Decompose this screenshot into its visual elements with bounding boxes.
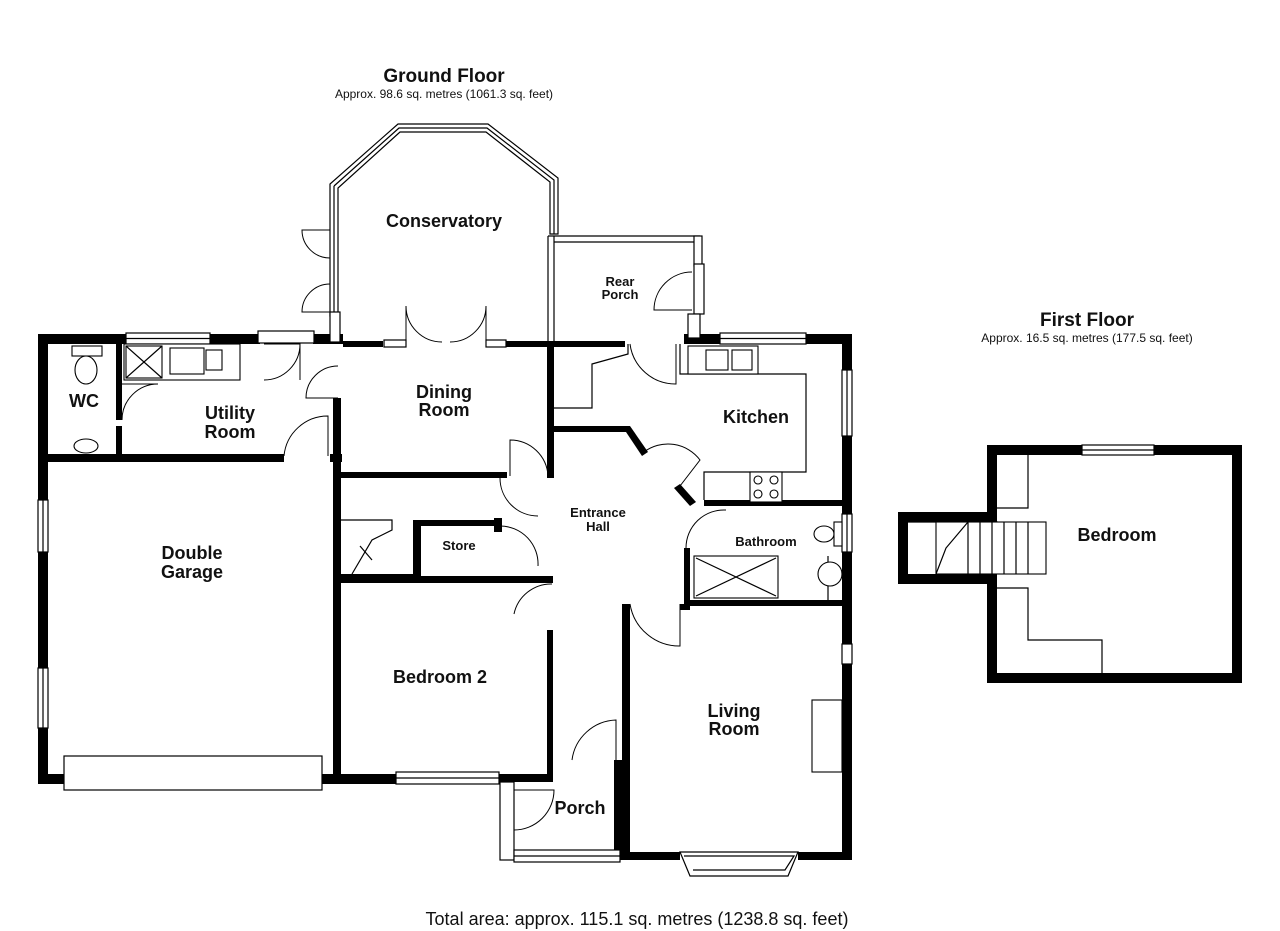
- room-label-utility-1: Utility: [205, 403, 255, 423]
- room-label-dining-2: Room: [419, 400, 470, 420]
- ground-floor-area: Approx. 98.6 sq. metres (1061.3 sq. feet…: [335, 87, 553, 101]
- ground-floor-header: Ground Floor Approx. 98.6 sq. metres (10…: [335, 66, 553, 101]
- room-label-hall-2: Hall: [586, 519, 610, 534]
- room-label-bathroom: Bathroom: [735, 534, 796, 549]
- room-label-hall-1: Entrance: [570, 505, 626, 520]
- fixtures: [71, 343, 843, 773]
- room-label-wc: WC: [69, 391, 99, 411]
- room-label-store: Store: [442, 538, 475, 553]
- room-label-bedroom-2: Bedroom 2: [393, 667, 487, 687]
- first-floor-title: First Floor: [1040, 310, 1135, 331]
- room-labels: Conservatory Rear Porch WC Utility Room …: [69, 211, 1157, 818]
- room-label-living-1: Living: [708, 701, 761, 721]
- room-label-bedroom: Bedroom: [1077, 525, 1156, 545]
- room-label-rear-porch-2: Porch: [602, 287, 639, 302]
- room-label-kitchen: Kitchen: [723, 407, 789, 427]
- room-label-garage-1: Double: [162, 543, 223, 563]
- windows: [37, 332, 853, 877]
- first-floor-walls: [898, 444, 1242, 683]
- room-label-dining-1: Dining: [416, 382, 472, 402]
- room-label-garage-2: Garage: [161, 562, 223, 582]
- room-label-porch: Porch: [554, 798, 605, 818]
- first-floor-area: Approx. 16.5 sq. metres (177.5 sq. feet): [981, 331, 1192, 345]
- first-floor-header: First Floor Approx. 16.5 sq. metres (177…: [981, 310, 1192, 345]
- room-label-conservatory: Conservatory: [386, 211, 502, 231]
- doors: [121, 229, 727, 831]
- room-label-living-2: Room: [709, 719, 760, 739]
- total-area: Total area: approx. 115.1 sq. metres (12…: [426, 909, 849, 929]
- room-label-utility-2: Room: [205, 422, 256, 442]
- room-label-rear-porch-1: Rear: [606, 274, 635, 289]
- conservatory-structure: [257, 123, 705, 348]
- ground-floor-walls: [38, 334, 852, 860]
- ground-floor-title: Ground Floor: [383, 66, 505, 87]
